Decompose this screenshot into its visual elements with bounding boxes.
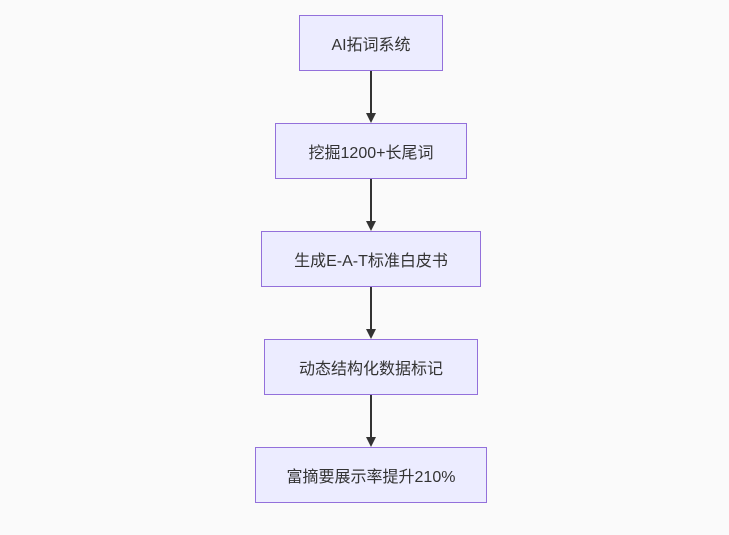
flowchart-node-rich-snippet-result: 富摘要展示率提升210% [255, 447, 487, 503]
arrow-down-icon [366, 113, 376, 123]
arrow-down-icon [366, 221, 376, 231]
arrow-line [370, 71, 372, 113]
arrow-connector-2 [366, 179, 376, 231]
arrow-down-icon [366, 437, 376, 447]
arrow-connector-4 [366, 395, 376, 447]
flowchart-node-ai-word-expansion: AI拓词系统 [299, 15, 443, 71]
flowchart: AI拓词系统 挖掘1200+长尾词 生成E-A-T标准白皮书 动态结构化数据标记… [255, 15, 487, 503]
arrow-line [370, 179, 372, 221]
arrow-line [370, 287, 372, 329]
arrow-down-icon [366, 329, 376, 339]
arrow-connector-3 [366, 287, 376, 339]
flowchart-node-longtail-keywords: 挖掘1200+长尾词 [275, 123, 467, 179]
flowchart-node-eat-whitepaper: 生成E-A-T标准白皮书 [261, 231, 481, 287]
arrow-connector-1 [366, 71, 376, 123]
flowchart-node-structured-data: 动态结构化数据标记 [264, 339, 478, 395]
arrow-line [370, 395, 372, 437]
